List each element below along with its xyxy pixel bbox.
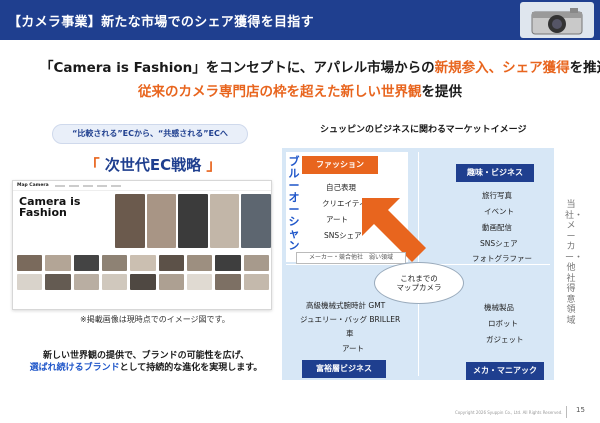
conclusion-line-2: 選ばれ続けるブランドとして持続的な進化を実現します。: [29, 363, 263, 373]
quadrant-item: 旅行写真: [482, 191, 512, 200]
quadrant-item: ガジェット: [486, 335, 524, 344]
conclusion-line-1: 新しい世界観の提供で、ブランドの可能性を広げ、: [42, 351, 249, 361]
site-nav: Map Camera: [13, 181, 271, 191]
camera-photo-icon: [520, 2, 594, 38]
quadrant-item: 車: [346, 329, 354, 338]
header-bar: 【カメラ事業】新たな市場でのシェア獲得を目指す: [0, 0, 600, 40]
image-caption: ※掲載画像は現時点でのイメージ図です。: [80, 315, 230, 324]
page-divider: [566, 406, 567, 418]
quadrant-item: SNSシェア: [324, 231, 362, 240]
copyright: Copyright 2026 Syuppin Co., Ltd. All Rig…: [455, 410, 563, 415]
quadrant-item: 高級機械式腕時計 GMT: [306, 301, 386, 310]
site-photo-row: [17, 255, 269, 271]
lead-line-1: 「Camera is Fashion」をコンセプトに、アパレル市場からの新規参入…: [40, 60, 600, 76]
quadrant-item: 動画配信: [482, 223, 512, 232]
site-hero: Camera is Fashion: [13, 192, 271, 250]
current-position-oval: これまでの マップカメラ: [374, 262, 464, 304]
market-map-title: シュッピンのビジネスに関わるマーケットイメージ: [320, 125, 527, 135]
current-position-line-2: マップカメラ: [396, 283, 442, 292]
page-number: 15: [576, 406, 585, 414]
quadrant-item: イベント: [484, 207, 514, 216]
quadrant-item: アート: [342, 344, 365, 353]
lead-line-2: 従来のカメラ専門店の枠を超えた新しい世界観を提供: [138, 84, 462, 100]
weak-domain-label: メーカー・競合他社 弱い領域: [296, 252, 406, 264]
website-mockup: Map Camera Camera is Fashion: [12, 180, 272, 310]
strategy-heading: 「 次世代EC戦略 」: [84, 156, 222, 174]
quadrant-fashion-label: ファッション: [302, 156, 378, 174]
ec-concept-pill: “比較される”ECから、“共感される”ECへ: [52, 124, 248, 144]
vendor-domain-label: 当社・メーカー・他社得意領域: [565, 200, 584, 326]
growth-arrow-icon: [362, 198, 426, 262]
site-photo-row: [17, 274, 269, 290]
current-position-line-1: これまでの: [400, 274, 438, 283]
quadrant-item: クリエイティブ: [322, 199, 374, 208]
quadrant-item: SNSシェア: [480, 239, 518, 248]
quadrant-mecha-label: メカ・マニアック: [466, 362, 544, 380]
site-hero-title: Camera is Fashion: [19, 195, 81, 219]
site-logo: Map Camera: [17, 183, 49, 188]
quadrant-item: フォトグラファー: [472, 254, 532, 263]
quadrant-hobby-label: 趣味・ビジネス: [456, 164, 534, 182]
quadrant-luxury-label: 富裕層ビジネス: [302, 360, 386, 378]
quadrant-item: 機械製品: [484, 303, 514, 312]
blue-ocean-label: ブルーオーシャン: [288, 155, 300, 252]
quadrant-item: 自己表現: [326, 183, 356, 192]
quadrant-item: ロボット: [488, 319, 518, 328]
quadrant-item: ジュエリー・バッグ BRILLER: [300, 315, 401, 324]
quadrant-item: アート: [326, 215, 349, 224]
slide-title: 【カメラ事業】新たな市場でのシェア獲得を目指す: [8, 15, 314, 30]
